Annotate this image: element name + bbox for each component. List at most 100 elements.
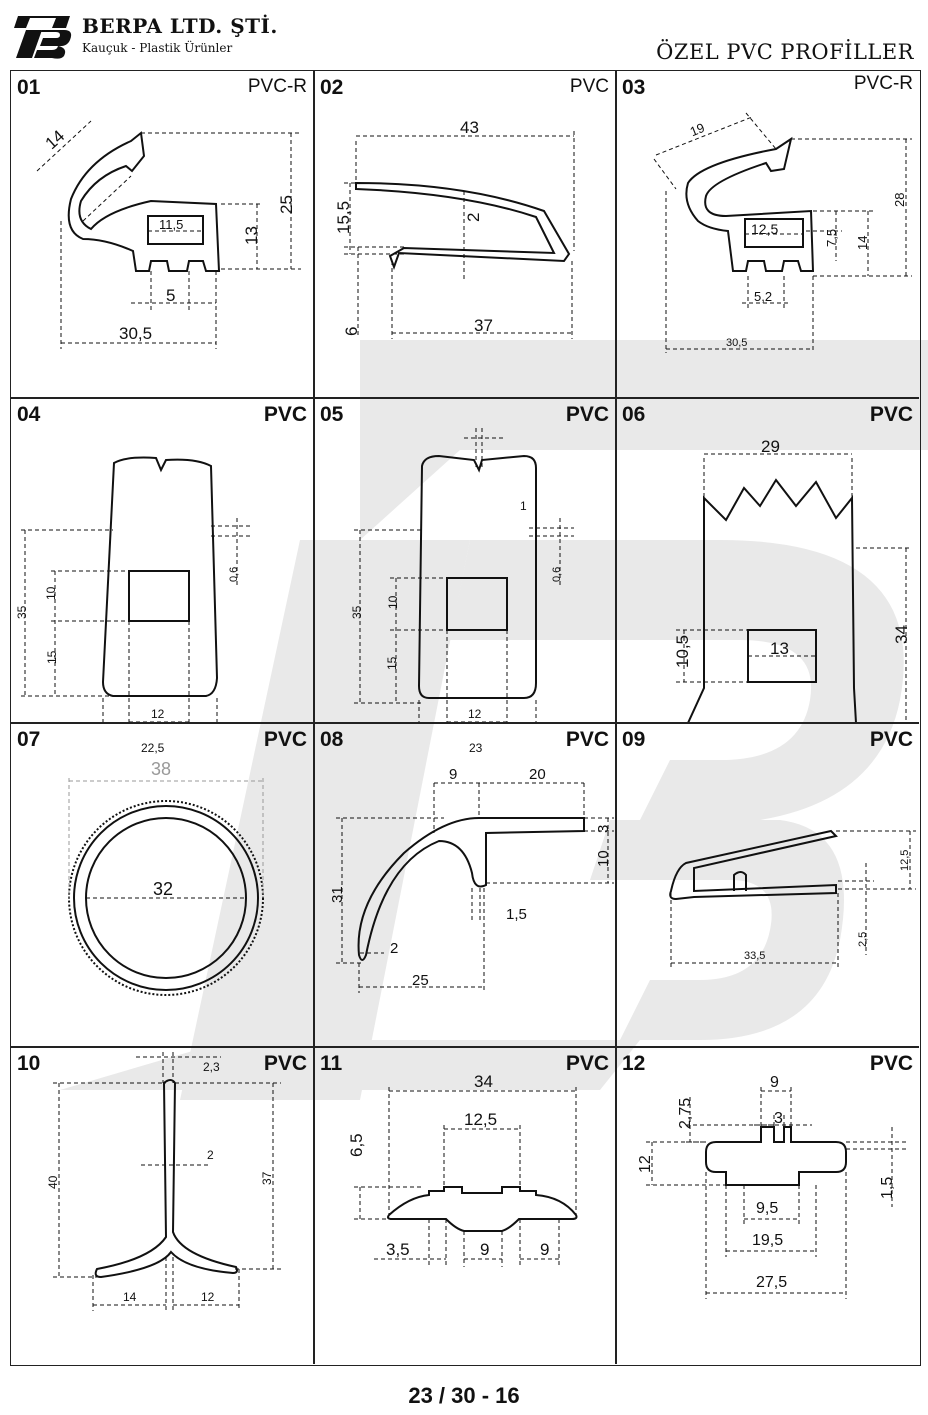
dim-label: 9 <box>770 1074 779 1091</box>
dim-label: 12 <box>201 1290 215 1304</box>
dim-label: 2,75 <box>677 1098 694 1129</box>
dim-label: 43 <box>460 118 479 137</box>
profile-10-drawing: 2,3 40 2 37 14 12 <box>46 1052 281 1311</box>
profile-cell-11: 11 PVC 34 12,5 6,5 3,5 9 9 <box>314 1047 615 1364</box>
profile-material: PVC <box>263 1052 307 1075</box>
dim-label: 30,5 <box>726 337 747 349</box>
dim-label: 29 <box>761 437 780 456</box>
dim-label: 6 <box>342 327 361 336</box>
profile-material: PVC <box>263 403 307 426</box>
profile-number: 07 <box>17 728 41 751</box>
profile-material: PVC <box>869 728 913 751</box>
profile-cell-12: 12 PVC 9 2,75 3 12 1,5 9,5 19,5 27,5 <box>616 1047 919 1364</box>
dim-label: 34 <box>892 625 911 644</box>
profile-material: PVC <box>565 728 609 751</box>
dim-label: 9 <box>540 1240 549 1259</box>
profile-number: 02 <box>320 76 344 99</box>
dim-label: 6,5 <box>347 1133 366 1157</box>
dim-label: 20 <box>529 766 546 783</box>
profile-cell-03: 03 PVC-R 19 28 12,5 7,5 14 5,2 30,5 <box>616 71 919 397</box>
dim-label: 35 <box>15 605 29 619</box>
profile-number: 04 <box>17 403 41 426</box>
dim-label: 0,6 <box>228 567 240 582</box>
dim-label: 19 <box>688 120 707 139</box>
dim-label: 11,5 <box>159 217 183 232</box>
dim-label: 14 <box>855 236 870 250</box>
profile-number: 01 <box>17 76 41 99</box>
dim-label: 27,5 <box>756 1274 787 1291</box>
dim-label: 12,5 <box>899 850 911 871</box>
profile-number: 06 <box>622 403 646 426</box>
profile-material: PVC-R <box>247 76 307 97</box>
profile-number: 08 <box>320 728 344 751</box>
profile-number: 12 <box>622 1052 646 1075</box>
dim-label: 13 <box>242 226 261 245</box>
dim-label: 10,5 <box>673 635 692 668</box>
dim-label: 33,5 <box>744 950 765 962</box>
dim-label: 3 <box>595 825 612 833</box>
profile-cell-10: 10 PVC 2,3 40 2 37 14 12 <box>11 1047 313 1364</box>
profile-cell-05: 05 PVC 1 35 10 15 0,6 12 23 <box>314 398 615 755</box>
profile-02-drawing: 43 15,5 2 6 37 <box>334 118 575 339</box>
profile-cell-06: 06 PVC 29 10,5 13 34 33 <box>616 398 919 722</box>
dim-label: 32 <box>153 879 173 899</box>
dim-label: 10 <box>44 586 58 600</box>
dim-label: 9 <box>449 766 457 783</box>
dim-label: 12 <box>468 707 482 721</box>
profile-material: PVC <box>565 403 609 426</box>
dim-label: 25 <box>277 195 296 214</box>
dim-label: 10 <box>595 850 612 867</box>
dim-label: 5 <box>166 286 175 305</box>
dim-label: 25 <box>412 972 429 989</box>
dim-label: 35 <box>350 605 364 619</box>
dim-label: 37 <box>260 1171 274 1185</box>
profile-08-drawing: 9 20 3 10 31 1,5 2 25 <box>329 766 614 993</box>
profile-number: 09 <box>622 728 646 751</box>
company-name: BERPA LTD. ŞTİ. <box>82 14 278 38</box>
dim-label: 12,5 <box>464 1110 497 1129</box>
profile-material: PVC-R <box>853 73 913 94</box>
dim-label: 14 <box>42 126 69 153</box>
dim-label: 2 <box>464 213 483 222</box>
dim-label: 0,6 <box>551 567 563 582</box>
dim-label: 5,2 <box>754 289 772 304</box>
dim-label: 22,5 <box>141 741 165 755</box>
company-tagline: Kauçuk - Plastik Ürünler <box>82 41 233 55</box>
profile-number: 11 <box>320 1052 343 1075</box>
profile-11-drawing: 34 12,5 6,5 3,5 9 9 <box>347 1072 578 1267</box>
profile-05-drawing: 1 35 10 15 0,6 12 <box>350 428 574 722</box>
dim-label: 37 <box>474 316 493 335</box>
profile-07-drawing: 38 32 <box>68 759 264 996</box>
dim-label: 3,5 <box>386 1240 410 1259</box>
profile-12-drawing: 9 2,75 3 12 1,5 9,5 19,5 27,5 <box>637 1074 906 1299</box>
dim-label: 1,5 <box>879 1177 896 1199</box>
dim-label: 15 <box>385 656 399 670</box>
profile-cell-01: 01 PVC-R 14 25 11,5 13 5 30,5 <box>11 71 313 397</box>
dim-label: 9,5 <box>756 1200 778 1217</box>
dim-label: 2,3 <box>203 1060 220 1074</box>
profile-number: 03 <box>622 76 646 99</box>
page-header: BERPA LTD. ŞTİ. Kauçuk - Plastik Ürünler… <box>0 0 928 70</box>
dim-label: 10 <box>386 595 400 609</box>
dim-label: 1,5 <box>506 906 527 923</box>
profile-09-drawing: 12,5 2,5 33,5 <box>669 829 916 968</box>
profile-grid: 01 PVC-R 14 25 11,5 13 5 30,5 02 PVC <box>10 70 921 1366</box>
dim-label: 28 <box>892 193 907 207</box>
dim-label: 2 <box>390 940 398 957</box>
profile-number: 05 <box>320 403 344 426</box>
profile-01-drawing: 14 25 11,5 13 5 30,5 <box>36 120 301 349</box>
catalog-title: ÖZEL PVC PROFİLLER <box>656 40 914 64</box>
profile-material: PVC <box>565 1052 609 1075</box>
dim-label: 31 <box>329 886 346 903</box>
profile-material: PVC <box>263 728 307 751</box>
profile-04-drawing: 35 10 15 0,6 12 <box>15 456 251 722</box>
dim-label: 12,5 <box>751 221 778 237</box>
dim-label: 1 <box>520 499 527 513</box>
berpa-logo <box>14 16 72 59</box>
dim-label: 12 <box>637 1155 654 1173</box>
profile-03-drawing: 19 28 12,5 7,5 14 5,2 30,5 <box>653 112 912 353</box>
dim-label: 30,5 <box>119 324 152 343</box>
profile-cell-09: 09 PVC 12,5 2,5 33,5 <box>616 723 919 1046</box>
profile-material: PVC <box>869 403 913 426</box>
dim-label: 13 <box>770 639 789 658</box>
